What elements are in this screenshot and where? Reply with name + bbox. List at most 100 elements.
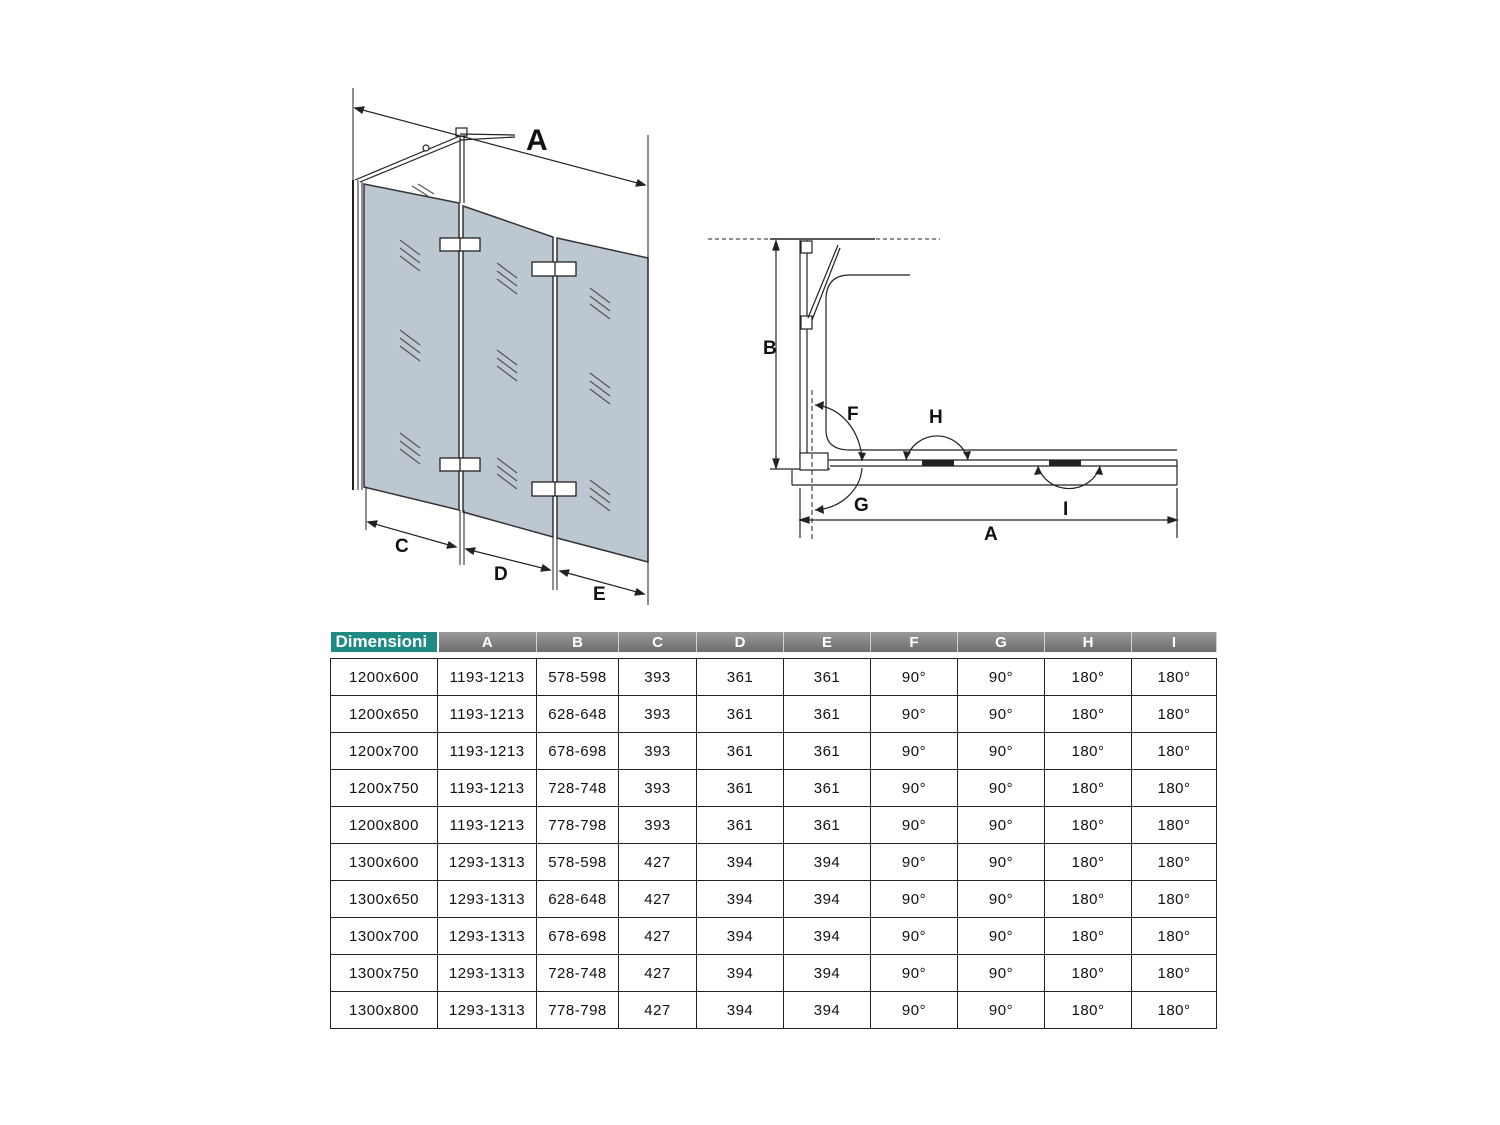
dim-label-a-plan: A [984,524,998,545]
table-cell: 394 [783,880,871,918]
dim-label-b: B [763,338,777,359]
table-cell: 427 [618,954,697,992]
screen-plan-drawing: B [708,238,1179,545]
plan-hinges [922,460,1081,466]
table-cell: 678-698 [536,732,619,770]
table-cell: 393 [618,732,697,770]
table-cell: 90° [870,917,958,955]
table-cell: 578-598 [536,843,619,881]
hinge-top-right [531,261,577,277]
table-cell: 1193-1213 [437,769,537,807]
table-cell: 180° [1131,695,1217,733]
screen-perspective-drawing: A C D E [352,88,649,605]
dim-label-e: E [593,584,606,605]
table-cell: 393 [618,806,697,844]
row-size-cell: 1200x600 [330,658,438,696]
table-cell: 628-648 [536,695,619,733]
row-size-cell: 1300x700 [330,917,438,955]
table-cell: 1193-1213 [437,806,537,844]
table-cell: 180° [1044,917,1132,955]
header-dimensioni: Dimensioni [330,632,439,652]
table-cell: 361 [696,732,784,770]
table-cell: 778-798 [536,991,619,1029]
table-cell: 180° [1131,991,1217,1029]
table-cell: 180° [1131,843,1217,881]
table-cell: 90° [957,991,1045,1029]
table-cell: 394 [696,917,784,955]
table-cell: 90° [870,843,958,881]
table-cell: 180° [1044,954,1132,992]
table-cell: 90° [957,658,1045,696]
table-cell: 394 [783,991,871,1029]
table-cell: 427 [618,880,697,918]
row-size-cell: 1300x750 [330,954,438,992]
dim-label-d: D [494,564,508,585]
table-cell: 393 [618,769,697,807]
table-cell: 180° [1131,806,1217,844]
table-cell: 394 [783,843,871,881]
table-cell: 1293-1313 [437,843,537,881]
table-cell: 180° [1044,769,1132,807]
table-cell: 578-598 [536,658,619,696]
table-cell: 90° [870,732,958,770]
table-cell: 1193-1213 [437,695,537,733]
header-col-b: B [536,632,619,652]
table-cell: 393 [618,695,697,733]
table-cell: 361 [696,658,784,696]
hinge-bottom-right [531,481,577,497]
hinges [439,237,577,497]
table-cell: 90° [957,917,1045,955]
table-cell: 180° [1131,917,1217,955]
table-cell: 90° [957,954,1045,992]
row-size-cell: 1200x700 [330,732,438,770]
table-cell: 427 [618,843,697,881]
table-cell: 628-648 [536,880,619,918]
table-cell: 180° [1044,695,1132,733]
table-cell: 90° [870,658,958,696]
table-cell: 361 [783,806,871,844]
table-cell: 180° [1131,658,1217,696]
table-cell: 180° [1131,880,1217,918]
header-col-a: A [437,632,537,652]
row-size-cell: 1300x650 [330,880,438,918]
table-cell: 90° [870,991,958,1029]
table-cell: 1193-1213 [437,732,537,770]
table-cell: 1293-1313 [437,880,537,918]
table-cell: 427 [618,917,697,955]
extension-lines [352,88,649,605]
header-col-f: F [870,632,958,652]
table-cell: 394 [783,917,871,955]
table-cell: 90° [957,843,1045,881]
table-cell: 394 [696,880,784,918]
table-cell: 361 [783,732,871,770]
dim-label-g: G [854,495,869,516]
header-col-d: D [696,632,784,652]
glass-panel-3 [556,237,649,563]
table-cell: 678-698 [536,917,619,955]
table-cell: 361 [783,695,871,733]
table-cell: 361 [783,769,871,807]
table-cell: 180° [1044,806,1132,844]
glass-reflections [399,183,611,512]
table-cell: 778-798 [536,806,619,844]
dimension-lines [353,106,647,596]
table-cell: 1193-1213 [437,658,537,696]
table-cell: 394 [696,954,784,992]
header-col-e: E [783,632,871,652]
table-cell: 361 [696,769,784,807]
table-cell: 180° [1044,732,1132,770]
dim-label-c: C [395,536,409,557]
header-col-i: I [1131,632,1217,652]
header-col-g: G [957,632,1045,652]
row-size-cell: 1300x800 [330,991,438,1029]
table-cell: 394 [783,954,871,992]
